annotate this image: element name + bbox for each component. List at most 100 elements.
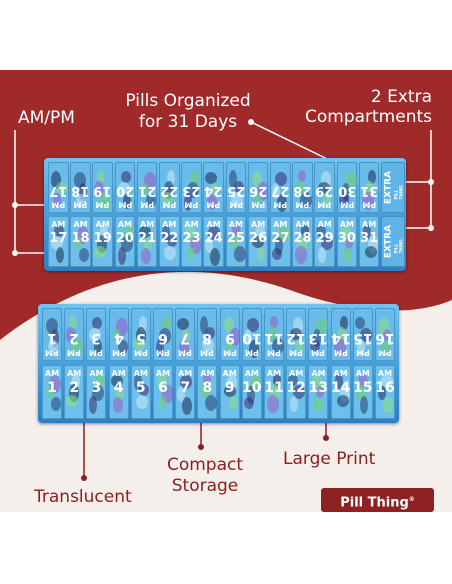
am-label: AM <box>95 220 110 229</box>
am-compartment[interactable]: AM 17 <box>48 216 69 267</box>
pill <box>205 172 218 184</box>
day-number: 13 <box>308 330 329 346</box>
pm-label: PM <box>362 200 377 209</box>
pill <box>120 171 131 183</box>
day-number: 19 <box>93 183 112 198</box>
am-label: AM <box>117 220 132 229</box>
am-label: AM <box>244 369 259 378</box>
pill <box>89 328 102 342</box>
pm-label: PM <box>333 348 348 357</box>
pm-compartment[interactable]: PM 13 <box>308 308 329 361</box>
pill <box>53 193 61 207</box>
day-number: 9 <box>224 380 235 396</box>
pill <box>177 318 190 330</box>
day-number: 2 <box>69 380 80 396</box>
pill <box>74 237 83 249</box>
am-label: AM <box>155 369 171 378</box>
pill <box>225 339 234 351</box>
day-number: 1 <box>47 380 57 396</box>
am-label: AM <box>44 369 60 378</box>
pill <box>316 225 327 237</box>
pill <box>251 236 264 248</box>
am-label: AM <box>51 220 66 229</box>
pm-label: PM <box>111 348 126 357</box>
day-number: 17 <box>49 231 68 246</box>
pill <box>115 386 124 400</box>
pill <box>341 248 352 262</box>
pm-label: PM <box>311 348 326 357</box>
am-compartment[interactable]: AM 1 <box>42 365 62 419</box>
pill <box>380 340 390 354</box>
pm-label: PM <box>339 200 354 209</box>
pill <box>290 396 299 412</box>
